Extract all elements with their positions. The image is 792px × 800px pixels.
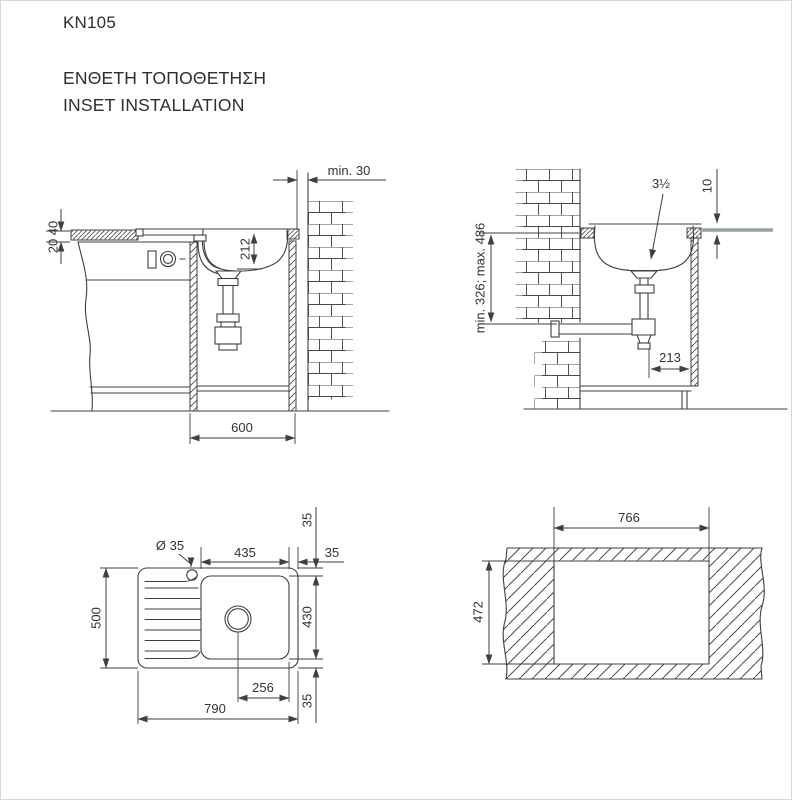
dim-rim-height: 10 — [700, 179, 715, 193]
sink-bowl-section — [593, 225, 695, 272]
siphon — [214, 270, 243, 351]
siphon — [550, 270, 659, 350]
dim-wall-clearance: min. 30 — [328, 163, 371, 178]
model-code: KN105 — [63, 13, 116, 32]
drawing-cutout: 766 472 — [471, 507, 765, 680]
dim-waste-size: 3½ — [652, 176, 670, 191]
dim-cabinet-width: 600 — [231, 420, 253, 435]
dim-overall-depth: 500 — [89, 607, 104, 629]
worktop-slab — [502, 547, 765, 680]
tap-hole — [186, 569, 198, 581]
dim-bowl-front-back: 430 — [300, 606, 315, 628]
drawing-plan-view: Ø 35 435 35 500 35 430 35 — [89, 507, 344, 724]
dim-margin-right: 35 — [325, 545, 339, 560]
dim-cutout-width: 766 — [618, 510, 640, 525]
knob — [159, 250, 177, 268]
dim-tap-hole: Ø 35 — [156, 538, 184, 553]
dim-trap-height: min. 326; max. 486 — [473, 223, 488, 334]
title-greek: ΕΝΘΕΤΗ ΤΟΠΟΘΕΤΗΣΗ — [63, 68, 267, 88]
dim-margin-bottom: 35 — [300, 694, 315, 708]
brick-wall — [308, 201, 353, 400]
dim-drain-offset: 256 — [252, 680, 274, 695]
dim-bowl-width: 435 — [234, 545, 256, 560]
bowl-outline — [200, 575, 290, 660]
fixing-clip — [135, 228, 144, 237]
drawing-side-section: min. 30 20 40 212 600 — [46, 163, 390, 444]
drain-hole — [224, 605, 252, 633]
page-title: ΕΝΘΕΤΗ ΤΟΠΟΘΕΤΗΣΗ INSET INSTALLATION — [63, 65, 266, 119]
drawing-front-section: 3½ 10 min. 326; max. 486 213 — [473, 168, 788, 410]
dim-trap-offset: 213 — [659, 350, 681, 365]
dim-cutout-height: 472 — [471, 601, 486, 623]
brick-wall — [534, 341, 580, 409]
brick-wall — [515, 169, 580, 323]
drainboard-grooves — [144, 575, 202, 660]
dim-overall-width: 790 — [204, 701, 226, 716]
title-english: INSET INSTALLATION — [63, 95, 245, 115]
dim-margin-top: 35 — [300, 513, 315, 527]
control-panel — [147, 250, 157, 269]
dim-worktop-thickness: 20 40 — [46, 221, 61, 254]
dim-bowl-depth-section: 212 — [238, 238, 253, 260]
sink-outline — [137, 567, 299, 669]
